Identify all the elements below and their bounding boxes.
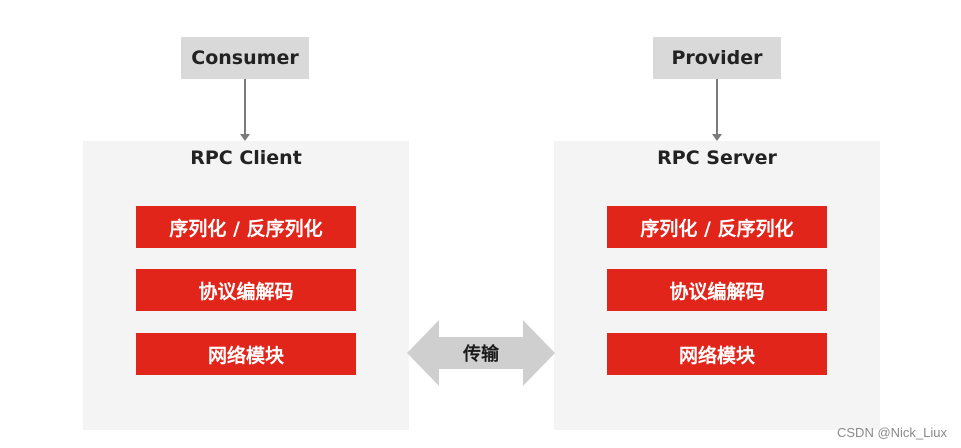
server-serialization-module: 序列化 / 反序列化 bbox=[607, 206, 827, 248]
watermark: CSDN @Nick_Liux bbox=[837, 425, 947, 440]
consumer-box: Consumer bbox=[181, 37, 309, 79]
rpc-client-title: RPC Client bbox=[190, 147, 302, 169]
client-network-label: 网络模块 bbox=[207, 344, 284, 367]
consumer-label: Consumer bbox=[191, 47, 299, 69]
consumer-to-client-arrow-icon bbox=[240, 79, 250, 141]
client-network-module: 网络模块 bbox=[136, 333, 356, 375]
provider-label: Provider bbox=[671, 47, 763, 69]
transfer-text: 传输 bbox=[463, 344, 499, 365]
provider-box: Provider bbox=[653, 37, 781, 79]
client-protocol-codec-label: 协议编解码 bbox=[198, 280, 294, 303]
client-serialization-module: 序列化 / 反序列化 bbox=[136, 206, 356, 248]
client-serialization-label: 序列化 / 反序列化 bbox=[169, 217, 323, 240]
server-protocol-codec-module: 协议编解码 bbox=[607, 269, 827, 311]
server-protocol-codec-label: 协议编解码 bbox=[669, 280, 765, 303]
transfer-label: 传输 bbox=[407, 320, 555, 386]
rpc-server-title: RPC Server bbox=[657, 147, 777, 169]
provider-to-server-arrow-icon bbox=[712, 79, 722, 141]
server-serialization-label: 序列化 / 反序列化 bbox=[640, 217, 794, 240]
rpc-server-panel: RPC Server 序列化 / 反序列化 协议编解码 网络模块 bbox=[554, 141, 880, 430]
rpc-client-panel: RPC Client 序列化 / 反序列化 协议编解码 网络模块 bbox=[83, 141, 409, 430]
client-protocol-codec-module: 协议编解码 bbox=[136, 269, 356, 311]
bidirectional-arrow-icon bbox=[407, 320, 555, 386]
server-network-label: 网络模块 bbox=[678, 344, 755, 367]
server-network-module: 网络模块 bbox=[607, 333, 827, 375]
